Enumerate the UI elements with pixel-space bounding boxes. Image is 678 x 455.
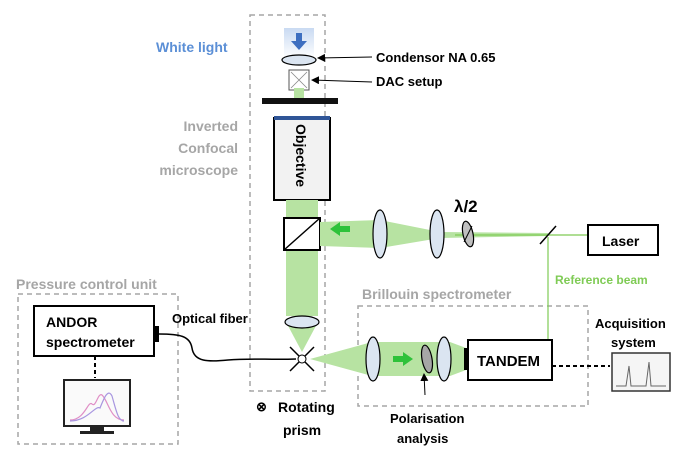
andor-label-2: spectrometer <box>46 334 135 350</box>
microscope-label-1: Inverted <box>184 118 238 134</box>
polarisation-label-1: Polarisation <box>390 411 464 426</box>
tandem-box <box>467 339 553 381</box>
pressure-monitor-stand <box>90 426 104 431</box>
rotating-symbol: ⊗ <box>256 399 267 414</box>
tandem-label: TANDEM <box>477 353 540 370</box>
optical-fiber <box>158 333 297 362</box>
pressure-unit-label: Pressure control unit <box>16 276 157 292</box>
dac-diamond <box>290 71 308 89</box>
microscope-box <box>249 14 326 392</box>
lens-h1 <box>372 209 388 259</box>
green-arrow-right-icon <box>393 352 413 366</box>
lens-h2 <box>429 209 445 259</box>
rotating-label-1: Rotating <box>278 399 335 415</box>
dac-green-spot <box>294 88 304 98</box>
pressure-unit-box <box>17 293 179 445</box>
beamsplitter-diagonal <box>283 217 321 251</box>
brillouin-box <box>357 305 589 407</box>
rotating-label-2: prism <box>283 422 321 438</box>
dac-pointer <box>311 76 373 85</box>
acquisition-label-2: system <box>611 335 656 350</box>
objective-top <box>274 116 330 120</box>
beam-focus <box>286 322 318 352</box>
lens-v <box>284 315 320 329</box>
tandem-entrance <box>464 348 468 370</box>
microscope-label-2: Confocal <box>178 140 238 156</box>
microscope-stage <box>262 98 338 104</box>
dac-label: DAC setup <box>376 74 443 89</box>
white-light-label: White light <box>156 39 228 55</box>
pressure-spectrum-pink <box>69 394 125 421</box>
optical-fiber-label: Optical fiber <box>172 311 248 326</box>
polarisation-plate <box>420 344 434 374</box>
lens-b2 <box>436 336 452 382</box>
pressure-monitor-base <box>80 431 114 434</box>
white-light-arrow-icon <box>291 33 307 50</box>
mirror <box>539 225 557 245</box>
brillouin-label: Brillouin spectrometer <box>362 286 512 302</box>
pressure-spectrum-purple <box>69 392 125 422</box>
lambda-half-label: λ/2 <box>454 197 478 216</box>
laser-box <box>587 224 659 256</box>
green-arrow-left-icon <box>330 222 350 236</box>
half-wave-plate-axis <box>463 225 473 243</box>
objective-label: Objective <box>293 124 309 187</box>
condensor-pointer <box>317 53 373 62</box>
acquisition-label-1: Acquisition <box>595 316 666 331</box>
polarisation-pointer <box>420 373 429 396</box>
laser-label: Laser <box>602 233 640 249</box>
andor-port <box>154 326 159 342</box>
acquisition-spectrum <box>616 361 666 387</box>
condensor-label: Condensor NA 0.65 <box>376 50 495 65</box>
condensor-lens <box>281 54 317 66</box>
pressure-monitor <box>63 379 131 427</box>
andor-label-1: ANDOR <box>46 314 97 330</box>
rotation-symbol-icon <box>297 354 307 364</box>
lens-b1 <box>365 336 381 382</box>
microscope-label-3: microscope <box>159 162 238 178</box>
objective-body <box>273 117 331 201</box>
andor-box <box>33 305 155 357</box>
reference-beam-label: Reference beam <box>555 273 648 287</box>
polarisation-label-2: analysis <box>397 431 448 446</box>
acquisition-monitor <box>611 352 671 392</box>
